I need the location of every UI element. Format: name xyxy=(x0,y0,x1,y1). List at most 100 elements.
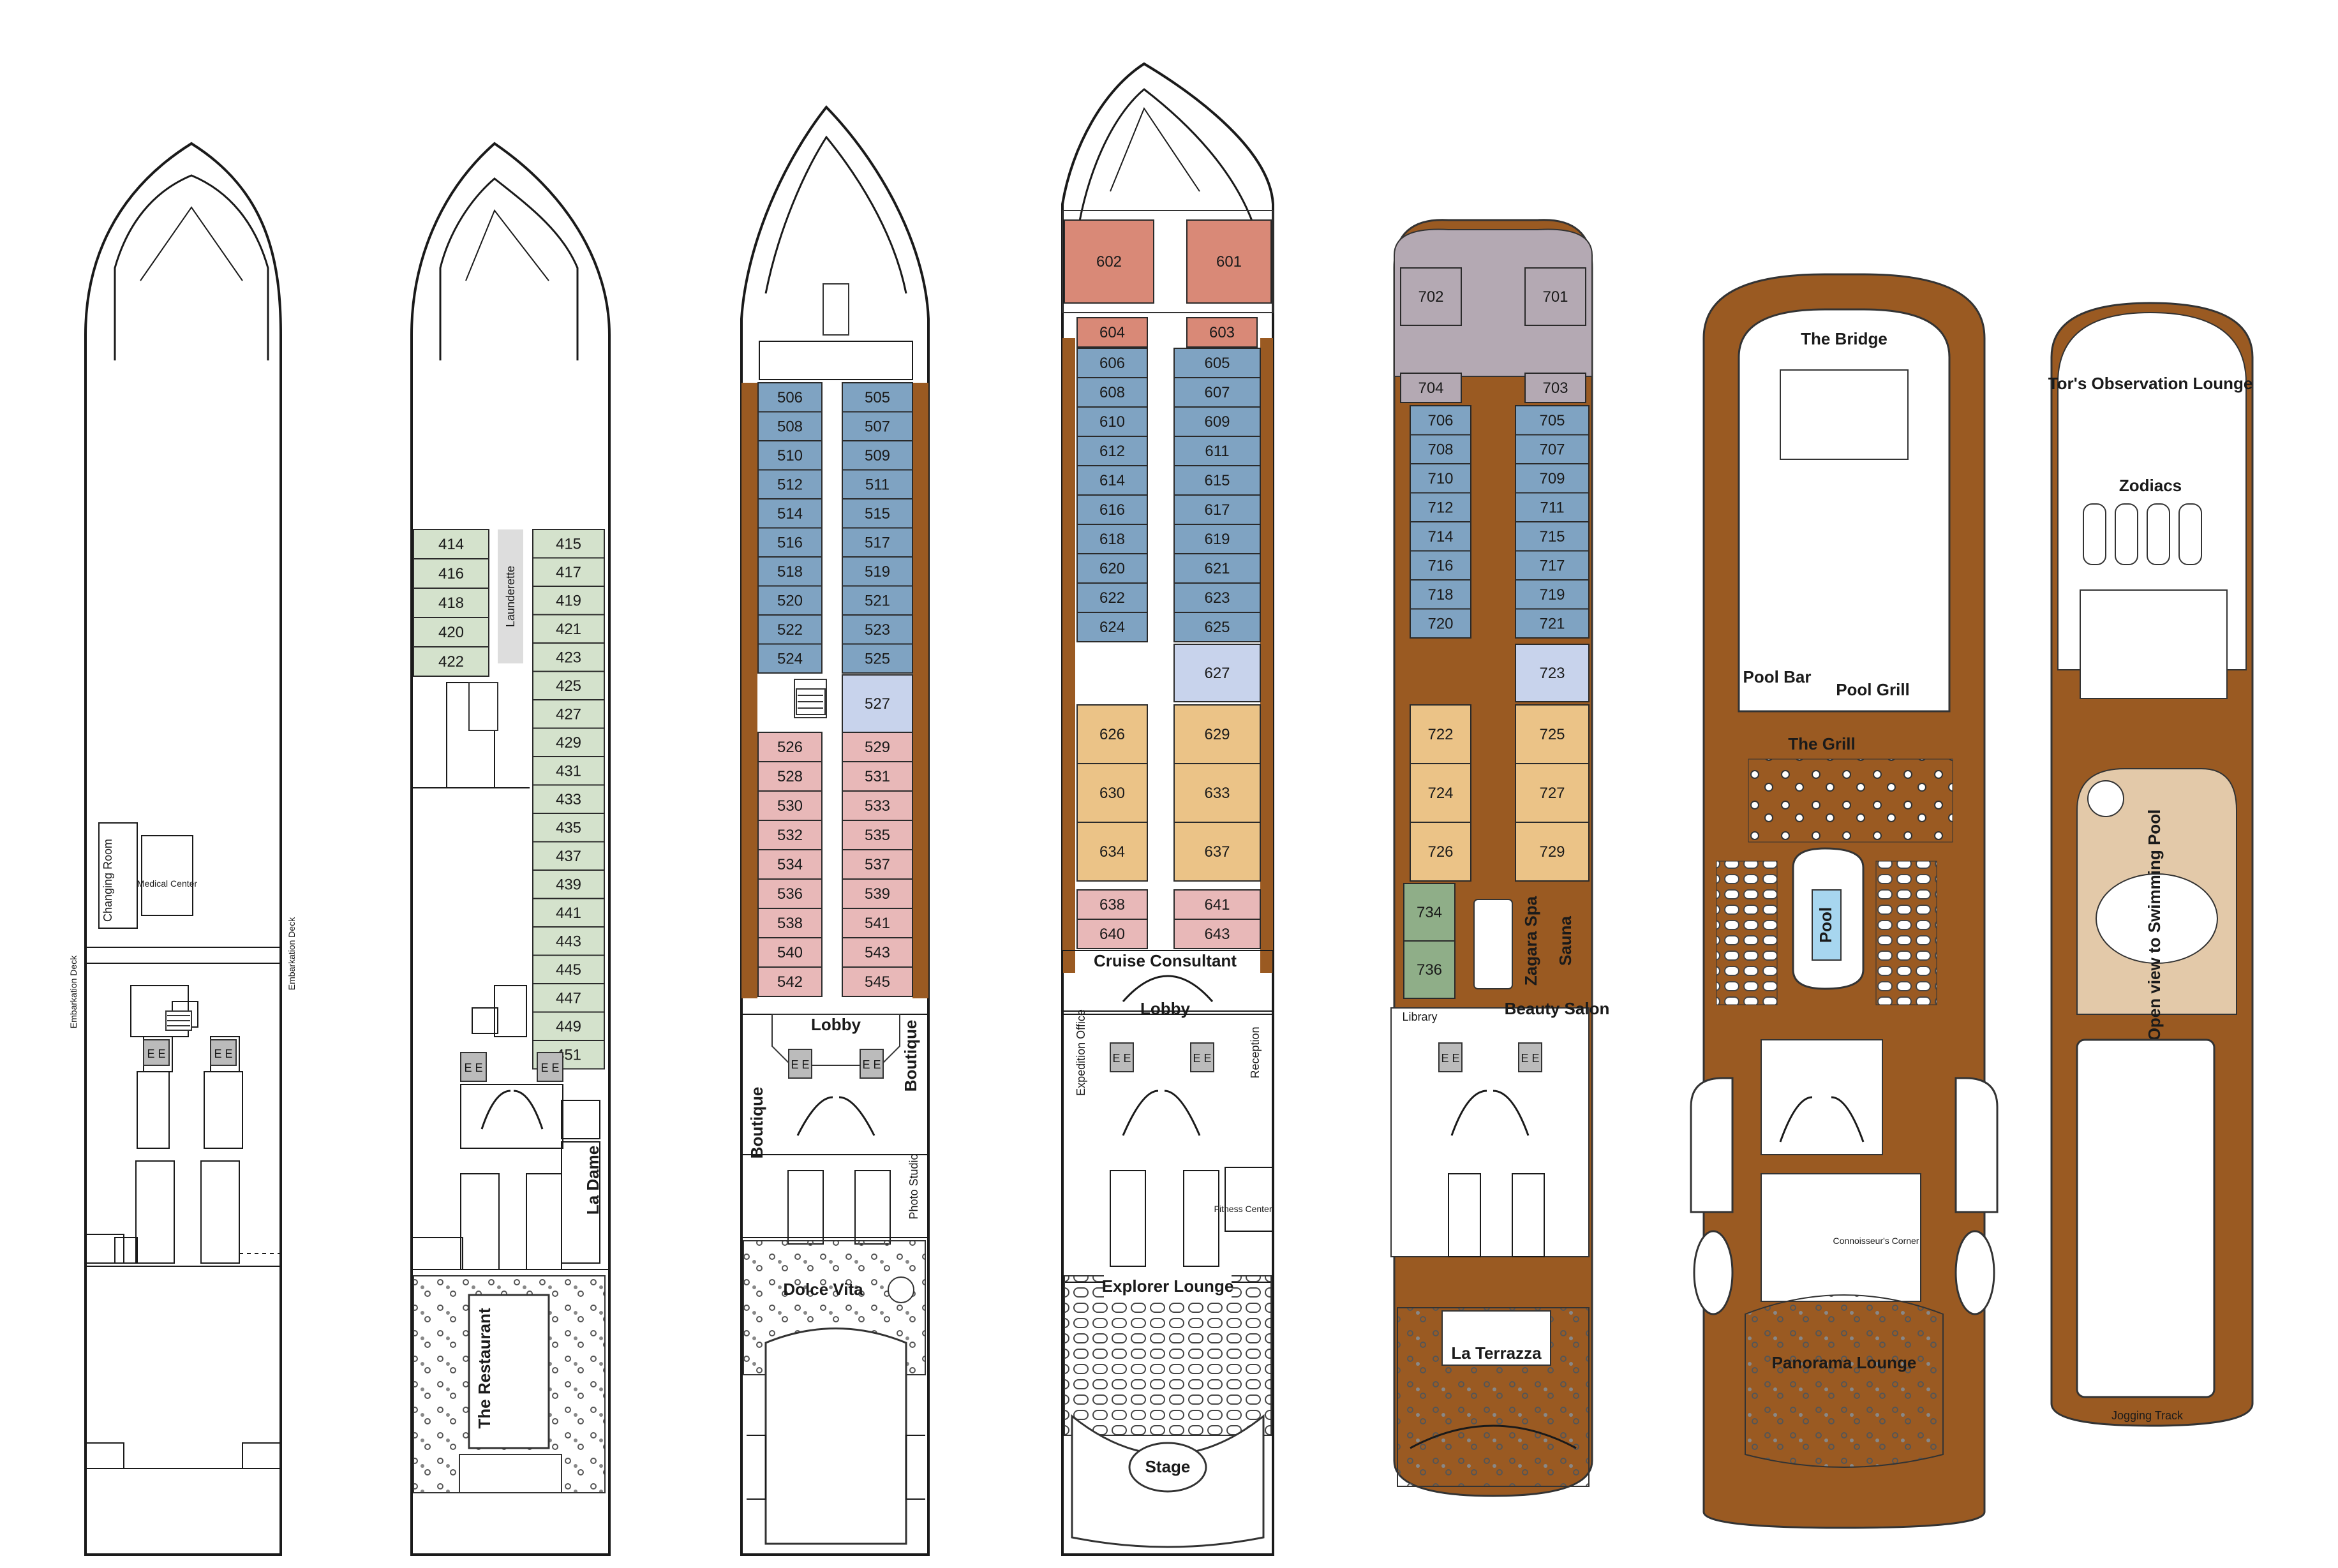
cabin[interactable]: 624 xyxy=(1076,612,1148,642)
cabin[interactable]: 704 xyxy=(1400,373,1462,403)
cabin[interactable]: 706 xyxy=(1410,405,1471,436)
cabin[interactable]: 725 xyxy=(1515,704,1590,764)
cabin[interactable]: 643 xyxy=(1173,919,1261,949)
cabin[interactable]: 712 xyxy=(1410,492,1471,522)
cabin[interactable]: 423 xyxy=(532,642,605,672)
cabin[interactable]: 506 xyxy=(757,382,823,413)
cabin[interactable]: 535 xyxy=(842,820,913,850)
cabin[interactable]: 527 xyxy=(842,674,913,733)
cabin[interactable]: 539 xyxy=(842,878,913,909)
cabin[interactable]: 621 xyxy=(1173,553,1261,584)
cabin[interactable]: 705 xyxy=(1515,405,1590,436)
cabin[interactable]: 421 xyxy=(532,614,605,644)
cabin[interactable]: 619 xyxy=(1173,524,1261,554)
cabin[interactable]: 703 xyxy=(1524,373,1586,403)
cabin[interactable]: 638 xyxy=(1076,889,1148,920)
cabin[interactable]: 708 xyxy=(1410,434,1471,464)
cabin[interactable]: 435 xyxy=(532,813,605,843)
cabin[interactable]: 602 xyxy=(1064,219,1154,304)
cabin[interactable]: 437 xyxy=(532,841,605,871)
cabin[interactable]: 614 xyxy=(1076,465,1148,496)
cabin[interactable]: 612 xyxy=(1076,436,1148,466)
cabin[interactable]: 718 xyxy=(1410,579,1471,610)
cabin[interactable]: 443 xyxy=(532,926,605,956)
cabin[interactable]: 617 xyxy=(1173,494,1261,525)
cabin[interactable]: 723 xyxy=(1515,644,1590,702)
cabin[interactable]: 727 xyxy=(1515,763,1590,823)
cabin[interactable]: 626 xyxy=(1076,704,1148,764)
cabin[interactable]: 605 xyxy=(1173,348,1261,378)
cabin[interactable]: 720 xyxy=(1410,608,1471,639)
cabin[interactable]: 520 xyxy=(757,585,823,616)
cabin[interactable]: 541 xyxy=(842,908,913,938)
cabin[interactable]: 620 xyxy=(1076,553,1148,584)
cabin[interactable]: 517 xyxy=(842,527,913,558)
cabin[interactable]: 417 xyxy=(532,557,605,587)
cabin[interactable]: 724 xyxy=(1410,763,1471,823)
cabin[interactable]: 447 xyxy=(532,983,605,1013)
cabin[interactable]: 524 xyxy=(757,643,823,674)
cabin[interactable]: 709 xyxy=(1515,463,1590,494)
cabin[interactable]: 721 xyxy=(1515,608,1590,639)
cabin[interactable]: 542 xyxy=(757,966,823,997)
cabin[interactable]: 516 xyxy=(757,527,823,558)
cabin[interactable]: 533 xyxy=(842,790,913,821)
cabin[interactable]: 512 xyxy=(757,469,823,499)
cabin[interactable]: 729 xyxy=(1515,822,1590,882)
cabin[interactable]: 707 xyxy=(1515,434,1590,464)
cabin[interactable]: 710 xyxy=(1410,463,1471,494)
cabin[interactable]: 606 xyxy=(1076,348,1148,378)
cabin[interactable]: 726 xyxy=(1410,822,1471,882)
cabin[interactable]: 641 xyxy=(1173,889,1261,920)
cabin[interactable]: 511 xyxy=(842,469,913,499)
cabin[interactable]: 603 xyxy=(1186,317,1258,348)
cabin[interactable]: 722 xyxy=(1410,704,1471,764)
cabin[interactable]: 508 xyxy=(757,411,823,441)
cabin[interactable]: 526 xyxy=(757,732,823,762)
cabin[interactable]: 414 xyxy=(413,529,489,559)
cabin[interactable]: 530 xyxy=(757,790,823,821)
cabin[interactable]: 439 xyxy=(532,869,605,899)
cabin[interactable]: 425 xyxy=(532,670,605,700)
cabin[interactable]: 537 xyxy=(842,849,913,880)
cabin[interactable]: 532 xyxy=(757,820,823,850)
cabin[interactable]: 509 xyxy=(842,440,913,471)
cabin[interactable]: 711 xyxy=(1515,492,1590,522)
cabin[interactable]: 640 xyxy=(1076,919,1148,949)
cabin[interactable]: 736 xyxy=(1403,940,1456,999)
cabin[interactable]: 608 xyxy=(1076,377,1148,408)
cabin[interactable]: 543 xyxy=(842,937,913,968)
cabin[interactable]: 525 xyxy=(842,643,913,674)
cabin[interactable]: 701 xyxy=(1524,267,1586,326)
cabin[interactable]: 630 xyxy=(1076,763,1148,823)
cabin[interactable]: 715 xyxy=(1515,521,1590,552)
cabin[interactable]: 627 xyxy=(1173,644,1261,702)
cabin[interactable]: 610 xyxy=(1076,406,1148,437)
cabin[interactable]: 519 xyxy=(842,556,913,587)
cabin[interactable]: 429 xyxy=(532,727,605,757)
cabin[interactable]: 445 xyxy=(532,954,605,984)
cabin[interactable]: 449 xyxy=(532,1011,605,1041)
cabin[interactable]: 433 xyxy=(532,784,605,814)
cabin[interactable]: 734 xyxy=(1403,883,1456,942)
cabin[interactable]: 609 xyxy=(1173,406,1261,437)
cabin[interactable]: 523 xyxy=(842,614,913,645)
cabin[interactable]: 615 xyxy=(1173,465,1261,496)
cabin[interactable]: 515 xyxy=(842,498,913,529)
cabin[interactable]: 625 xyxy=(1173,612,1261,642)
cabin[interactable]: 714 xyxy=(1410,521,1471,552)
cabin[interactable]: 623 xyxy=(1173,582,1261,613)
cabin[interactable]: 419 xyxy=(532,586,605,616)
cabin[interactable]: 531 xyxy=(842,761,913,792)
cabin[interactable]: 702 xyxy=(1400,267,1462,326)
cabin[interactable]: 622 xyxy=(1076,582,1148,613)
cabin[interactable]: 611 xyxy=(1173,436,1261,466)
cabin[interactable]: 607 xyxy=(1173,377,1261,408)
cabin[interactable]: 505 xyxy=(842,382,913,413)
cabin[interactable]: 415 xyxy=(532,529,605,559)
cabin[interactable]: 518 xyxy=(757,556,823,587)
cabin[interactable]: 538 xyxy=(757,908,823,938)
cabin[interactable]: 540 xyxy=(757,937,823,968)
cabin[interactable]: 521 xyxy=(842,585,913,616)
cabin[interactable]: 507 xyxy=(842,411,913,441)
